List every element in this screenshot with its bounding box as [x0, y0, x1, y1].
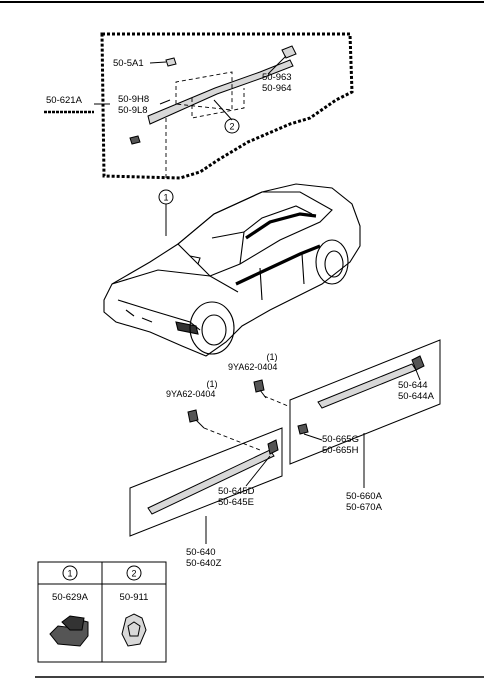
- clip-5a1: [165, 57, 177, 67]
- bolt-upper-code: 9YA62-0404: [228, 362, 277, 372]
- leader-9h8: [159, 99, 171, 105]
- label-50-963: 50-963: [262, 72, 292, 83]
- label-50-621a: 50-621A: [46, 95, 83, 106]
- clip-911-detail: [127, 621, 141, 637]
- leader-644: [415, 369, 421, 381]
- label-50-9h8: 50-9H8: [118, 94, 149, 105]
- bolt-lower-code: 9YA62-0404: [166, 389, 215, 399]
- callout-2-circle: [224, 118, 240, 134]
- roof-molding-strip: [147, 59, 294, 125]
- roof-molding-group: 50-5A1 50-9H8 50-9L8 50-963 50-964 50-62…: [44, 32, 354, 205]
- legend-part-1: 50-629A: [52, 592, 89, 603]
- label-50-644a: 50-644A: [398, 391, 435, 402]
- label-50-645e: 50-645E: [218, 497, 254, 508]
- rear-door-molding-group: 50-644 50-644A 50-665G 50-665H 50-660A 5…: [289, 339, 441, 513]
- bolt-lower-group: (1) 9YA62-0404: [166, 379, 261, 451]
- label-50-665g: 50-665G: [322, 434, 359, 445]
- clip-644: [411, 355, 425, 371]
- label-50-665h: 50-665H: [322, 445, 359, 456]
- front-door-molding-strip: [147, 449, 275, 515]
- bolt-upper-group: (1) 9YA62-0404: [228, 352, 289, 407]
- bolt-upper-leader: [263, 395, 289, 407]
- bolt-lower-head: [187, 409, 199, 423]
- end-cap-right: [281, 45, 297, 59]
- label-50-645d: 50-645D: [218, 486, 255, 497]
- legend-part-2: 50-911: [120, 592, 149, 603]
- clip-629a-top: [61, 615, 85, 631]
- label-50-670a: 50-670A: [346, 502, 383, 513]
- label-50-964: 50-964: [262, 83, 292, 94]
- label-50-9l8: 50-9L8: [118, 105, 148, 116]
- legend-key-1: 1: [67, 569, 72, 579]
- right-group-frame: [289, 339, 441, 465]
- label-50-644: 50-644: [398, 380, 428, 391]
- clip-911-drawing: [121, 613, 147, 647]
- clip-9l8: [129, 135, 141, 145]
- clip-665g: [297, 423, 309, 435]
- leader-5a1: [149, 61, 167, 64]
- label-50-5a1: 50-5A1: [113, 58, 144, 69]
- roof-group-outline: [100, 32, 354, 180]
- callout-2-number: 2: [229, 122, 234, 132]
- label-50-640z: 50-640Z: [186, 558, 222, 569]
- bolt-lower-qty: (1): [207, 379, 218, 389]
- legend-key-2: 2: [131, 569, 136, 579]
- bolt-lower-shank: [195, 419, 205, 429]
- callout-1-number: 1: [163, 193, 168, 203]
- bolt-lower-leader: [203, 427, 261, 451]
- leader-645d: [245, 455, 271, 487]
- car-illustration: [103, 183, 361, 357]
- left-group-frame: [129, 427, 283, 537]
- bolt-upper-qty: (1): [267, 352, 278, 362]
- leader-963: [267, 55, 287, 75]
- bolt-upper-head: [253, 379, 265, 393]
- label-50-660a: 50-660A: [346, 491, 383, 502]
- clip-guide-box-2: [191, 88, 245, 119]
- clip-guide-box: [175, 71, 233, 111]
- legend-key-2-circle: [126, 565, 142, 581]
- legend-table: 1 2 50-629A 50-911: [37, 561, 167, 663]
- callout-2-leader: [213, 99, 233, 121]
- front-door-molding-group: 50-645D 50-645E 50-640 50-640Z: [129, 427, 283, 569]
- leader-665g: [303, 433, 323, 441]
- clip-645d: [267, 439, 279, 455]
- label-50-640: 50-640: [186, 547, 216, 558]
- legend-key-1-circle: [62, 565, 78, 581]
